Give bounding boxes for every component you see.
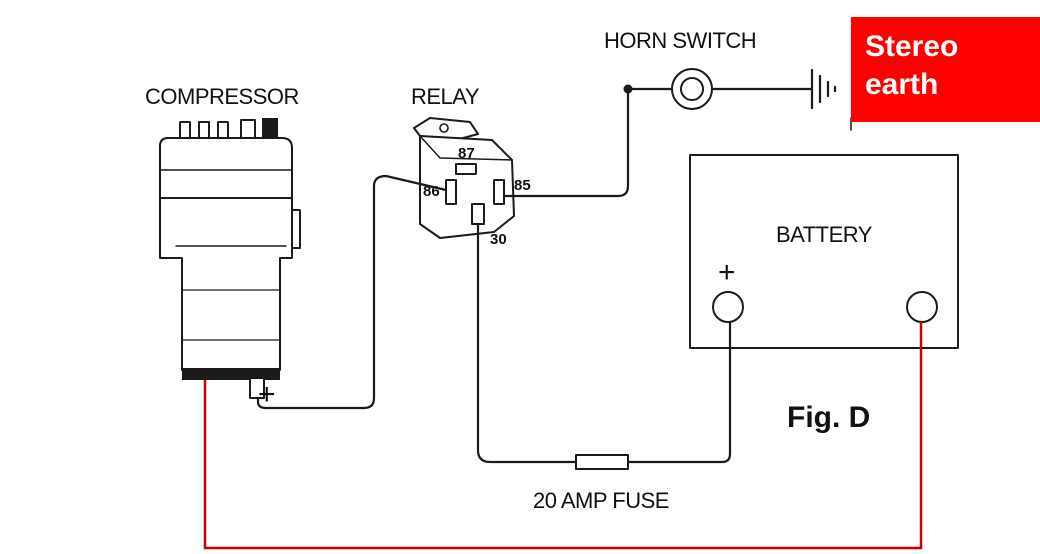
relay-pin-30-label: 30	[490, 231, 507, 248]
relay-pin-30	[471, 203, 485, 225]
wire-relay-30-to-fuse	[476, 222, 578, 464]
battery-negative-terminal	[906, 291, 938, 323]
stereo-earth-callout-line2: earth	[865, 68, 939, 101]
relay-pin-87	[455, 163, 477, 175]
battery-positive-label: +	[718, 256, 736, 289]
horn-switch-label: HORN SWITCH	[604, 28, 756, 53]
compressor-label: COMPRESSOR	[145, 84, 299, 109]
compressor-body	[159, 197, 293, 371]
relay-pin-85-label: 85	[514, 177, 531, 194]
relay-mount-hole	[439, 123, 449, 133]
battery-label: BATTERY	[776, 222, 873, 247]
relay: 87 86 85 30	[413, 117, 531, 248]
fuse	[575, 454, 629, 470]
ground-icon	[810, 68, 837, 110]
horn-switch	[671, 68, 713, 110]
relay-body	[419, 135, 515, 239]
wire-fuse-to-battery-positive	[626, 320, 732, 464]
figure-label: Fig. D	[787, 401, 870, 434]
fuse-label: 20 AMP FUSE	[533, 488, 669, 513]
wire-compressor-to-relay-86	[256, 174, 448, 410]
relay-label: RELAY	[411, 84, 480, 109]
compressor-head	[159, 137, 293, 199]
stereo-earth-callout-line1: Stereo	[865, 30, 959, 63]
stereo-earth-wire	[203, 322, 923, 550]
compressor	[159, 118, 301, 399]
relay-pin-87-label: 87	[458, 145, 475, 162]
wire-relay-85-to-horn-switch	[502, 87, 630, 198]
compressor-positive-label: +	[258, 378, 276, 411]
battery-positive-terminal	[712, 291, 744, 323]
battery: +	[689, 154, 959, 349]
horn-switch-inner-ring	[680, 77, 704, 101]
relay-pin-85	[493, 179, 505, 205]
relay-pin-86	[445, 179, 457, 205]
stereo-earth-callout: Stereo earth	[851, 17, 1040, 122]
